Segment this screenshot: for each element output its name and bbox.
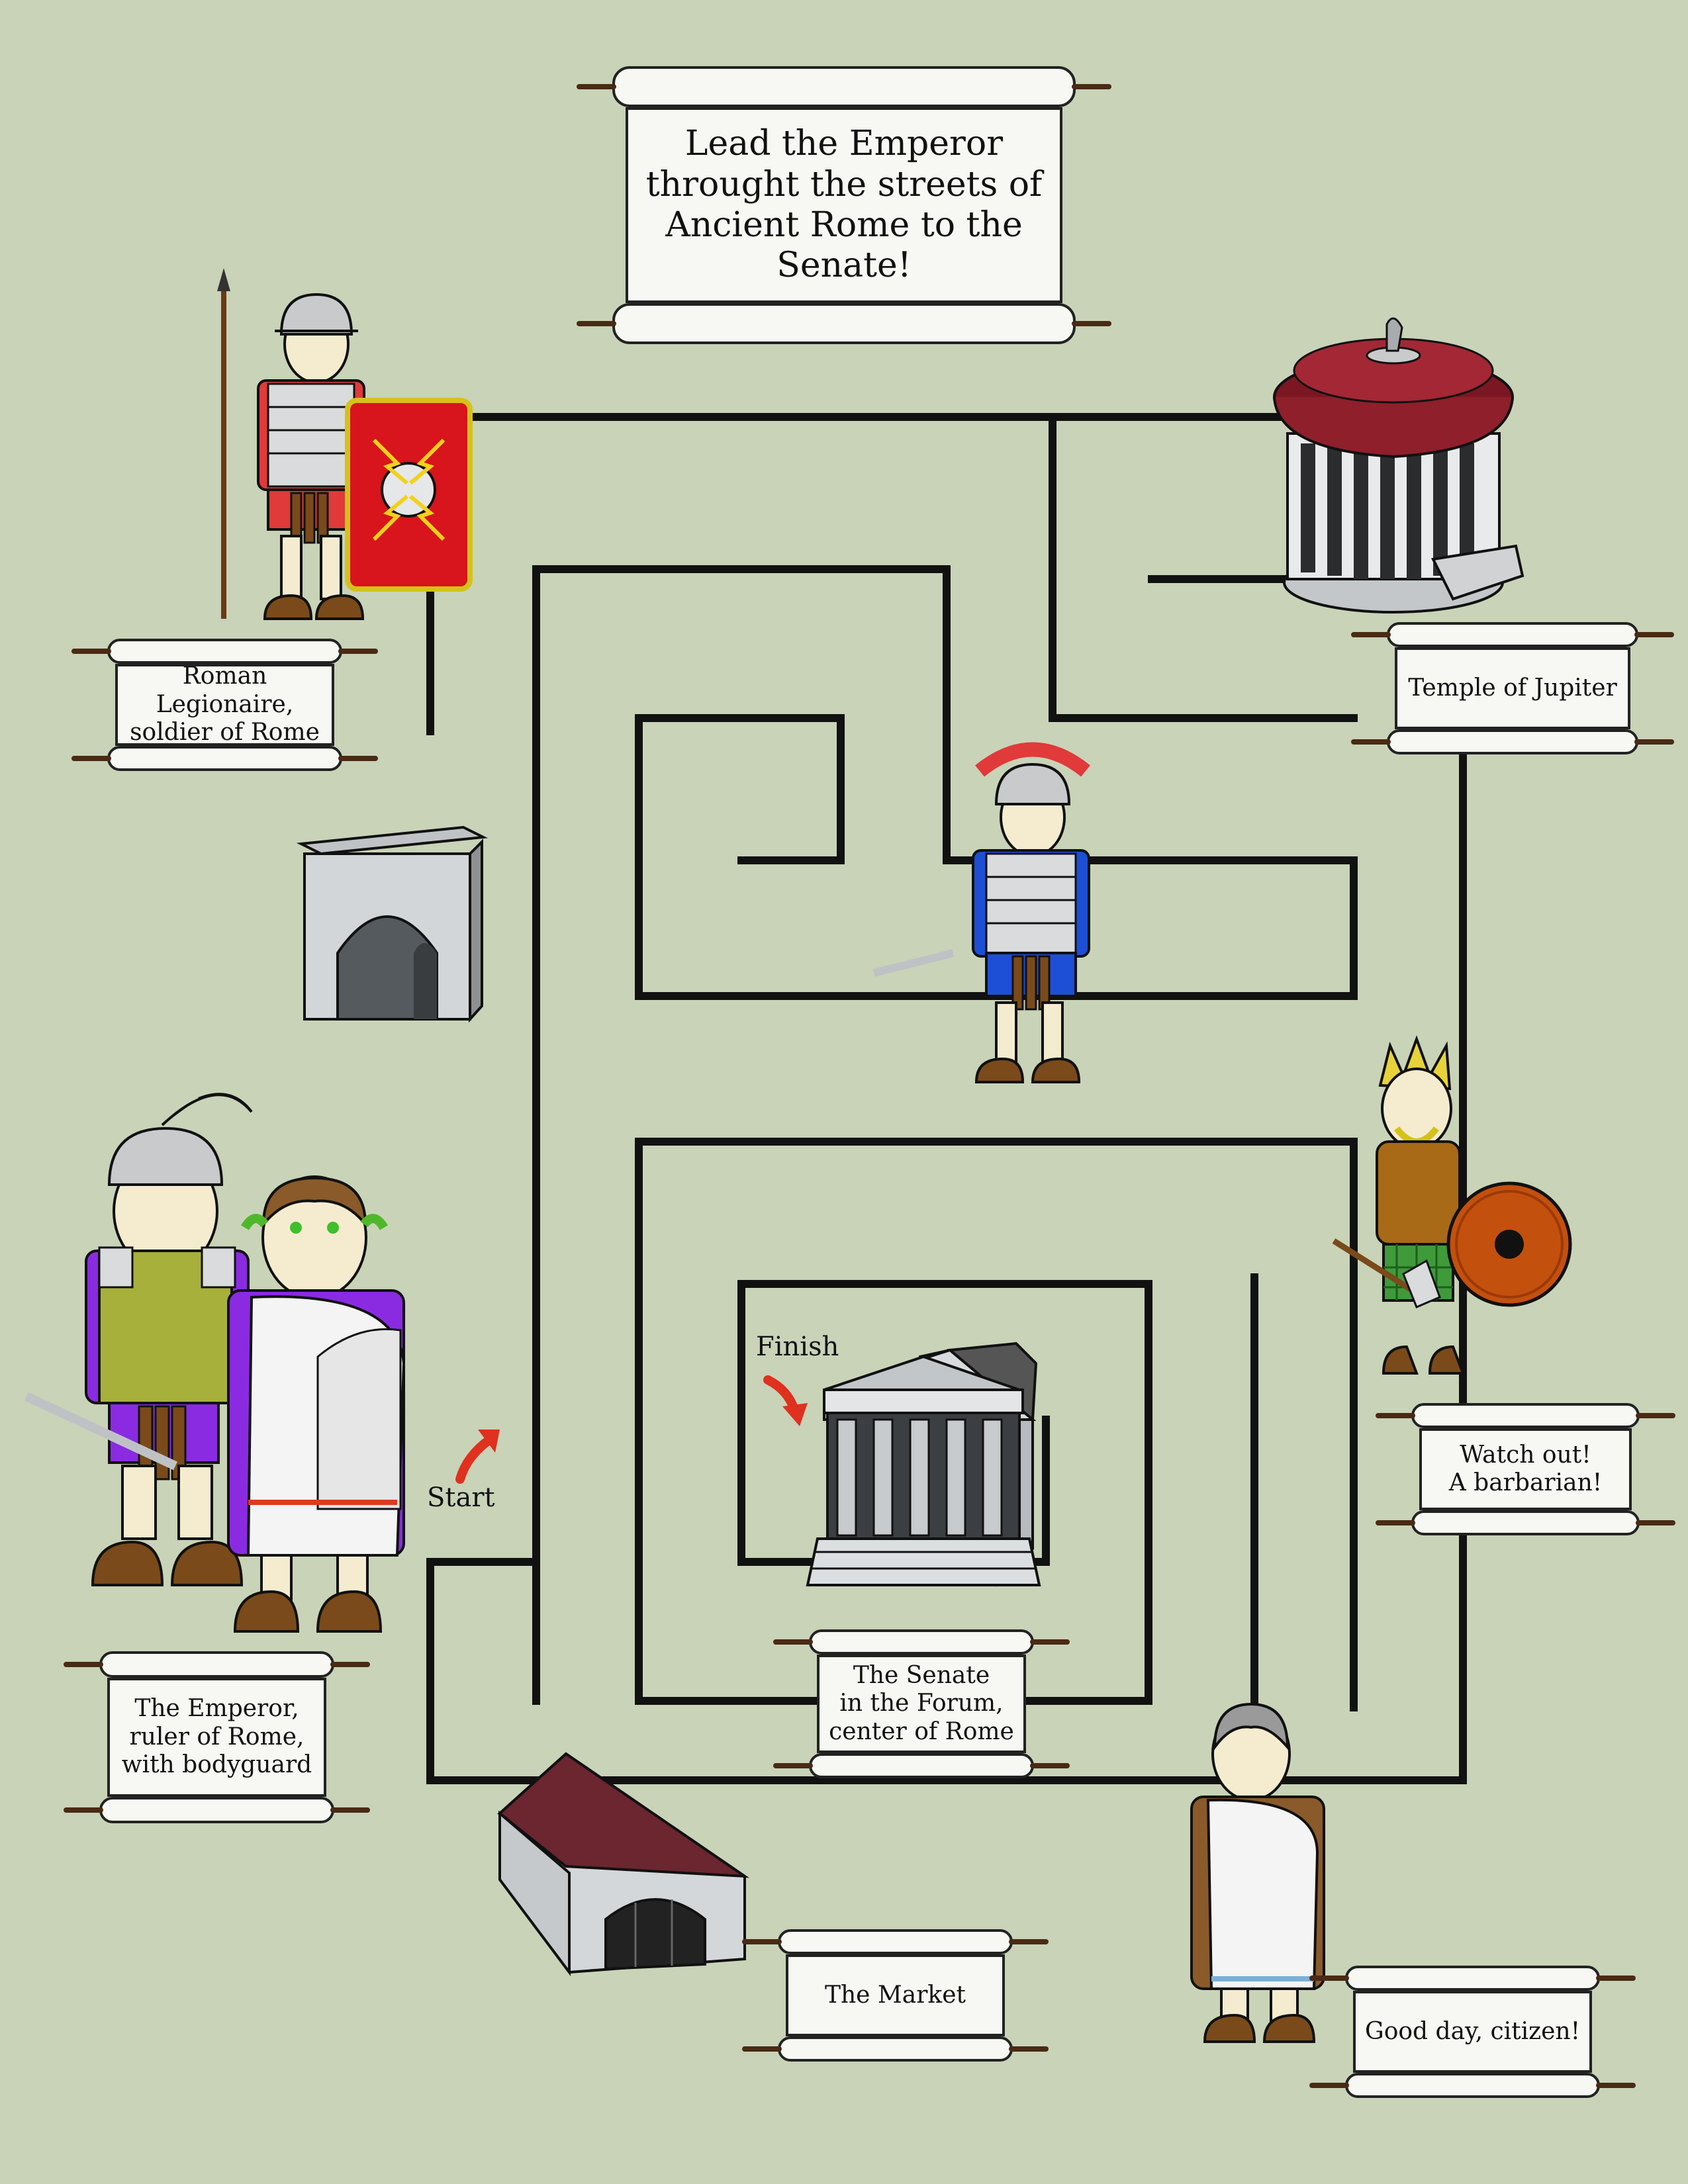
citizen-label: Good day, citizen! <box>1364 2017 1581 2045</box>
maze-wall <box>635 1138 1358 1711</box>
maze-wall <box>426 727 1467 1784</box>
instructions-sheet: Lead the Emperor throught the streets of… <box>626 107 1062 303</box>
maze-wall <box>1049 413 1358 722</box>
market-label-scroll: The Market <box>742 1929 1049 2062</box>
start-arrow-icon <box>455 1430 500 1484</box>
market-label: The Market <box>824 1981 966 2009</box>
senate-building <box>806 1342 1041 1587</box>
centurion-figure <box>872 742 1090 1083</box>
finish-arrow-icon <box>763 1375 808 1426</box>
emperor-label-scroll: The Emperor, ruler of Rome, with bodygua… <box>64 1651 370 1823</box>
market-building <box>496 1752 750 1976</box>
emperor-figure <box>227 1175 406 1633</box>
senate-label: The Senate in the Forum, center of Rome <box>829 1661 1014 1745</box>
emperor-label: The Emperor, ruler of Rome, with bodygua… <box>121 1695 312 1779</box>
barbarian-figure <box>1332 1035 1572 1375</box>
maze-wall <box>532 565 1358 1705</box>
arch-building <box>296 825 489 1023</box>
maze-wall <box>635 1280 1152 1705</box>
barbarian-label-scroll: Watch out! A barbarian! <box>1376 1403 1675 1535</box>
barbarian-label: Watch out! A barbarian! <box>1448 1441 1603 1496</box>
temple-of-jupiter-building <box>1273 317 1524 614</box>
legionaire-figure <box>217 268 473 620</box>
citizen-figure <box>1190 1702 1325 2043</box>
finish-label: Finish <box>756 1332 839 1362</box>
start-label: Start <box>427 1482 495 1513</box>
legionaire-label: Roman Legionaire, soldier of Rome <box>130 662 320 747</box>
temple-label-scroll: Temple of Jupiter <box>1351 622 1674 754</box>
maze-wall <box>426 413 1318 735</box>
temple-label: Temple of Jupiter <box>1408 674 1617 702</box>
instructions-scroll: Lead the Emperor throught the streets of… <box>577 66 1111 344</box>
legionaire-label-scroll: Roman Legionaire, soldier of Rome <box>71 639 378 771</box>
senate-label-scroll: The Senate in the Forum, center of Rome <box>773 1629 1070 1778</box>
instructions-text: Lead the Emperor throught the streets of… <box>645 124 1043 286</box>
citizen-label-scroll: Good day, citizen! <box>1309 1966 1636 2098</box>
bodyguard-figure <box>24 1093 253 1586</box>
